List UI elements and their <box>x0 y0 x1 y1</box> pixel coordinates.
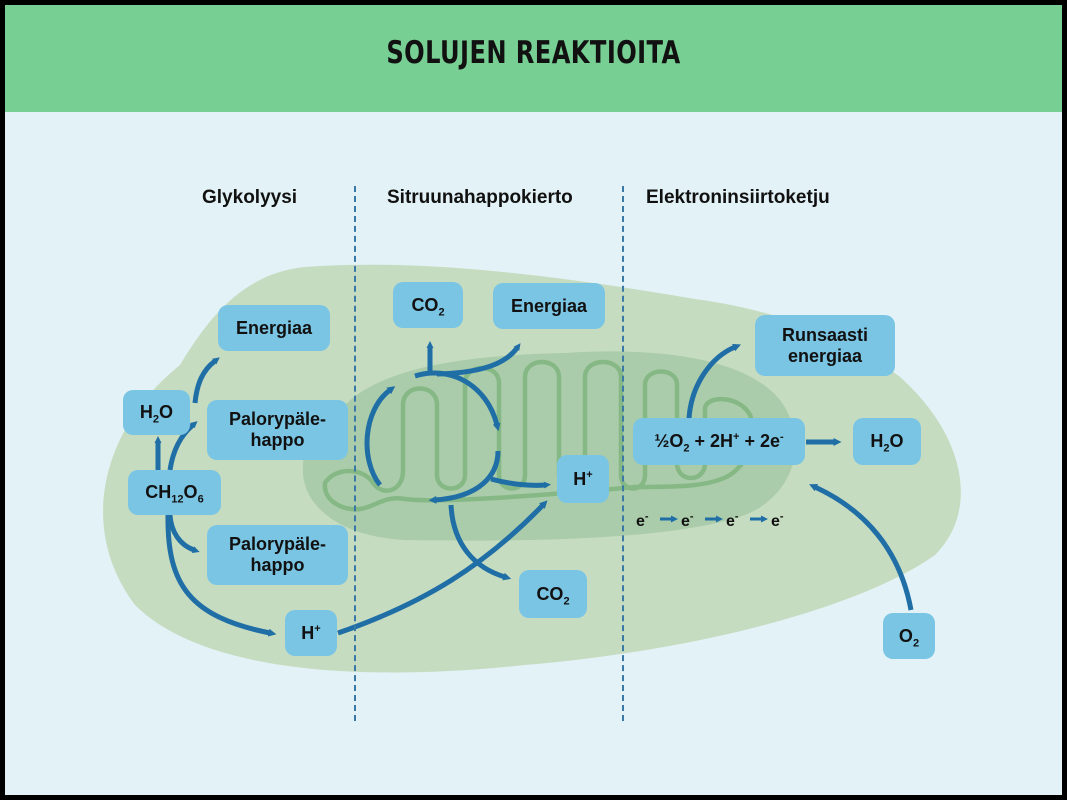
node-co2-bottom: CO2 <box>519 570 587 618</box>
node-hplus-glycolysis-label: H+ <box>301 623 320 644</box>
co2-bottom-sub: 2 <box>563 595 570 608</box>
h2o-glycolysis-h: H <box>139 402 153 422</box>
electron-4: e- <box>771 510 784 531</box>
node-much-energy: Runsaasti energiaa <box>755 315 895 376</box>
h2o-glycolysis-sub: 2 <box>152 413 160 426</box>
arrow-cycle-to-co2-bottom <box>448 504 512 581</box>
electron-1: e- <box>636 510 649 531</box>
co2-bottom-co: CO <box>536 583 564 604</box>
arrow-cycle-to-energy2 <box>436 343 521 377</box>
cycle-arrow-left <box>364 386 396 487</box>
node-h2o-etc: H2O <box>853 418 921 465</box>
section-divider-1 <box>354 186 356 721</box>
node-o2-label: O2 <box>898 625 920 650</box>
equation-2e: + 2e <box>739 431 780 451</box>
arrow-cycle-to-hplus <box>490 476 551 489</box>
node-hplus-citric-label: H+ <box>573 469 592 490</box>
co2-top-sub: 2 <box>438 306 445 319</box>
arrow-hplus-to-citric <box>337 500 548 636</box>
node-co2-top: CO2 <box>393 282 463 328</box>
h2o-glycolysis-o: O <box>159 402 174 422</box>
node-energy-glycolysis: Energiaa <box>218 305 330 351</box>
arrow-glucose-to-pyruvate1 <box>167 421 198 471</box>
node-h2o-glycolysis-label: H2O <box>139 402 174 426</box>
equation-o-sub: 2 <box>683 442 690 455</box>
glucose-sub-12: 12 <box>171 493 184 506</box>
hplus-glycolysis-h: H <box>301 622 315 643</box>
electron-4-e: e <box>771 513 780 530</box>
o2-o: O <box>898 625 913 646</box>
node-h2o-etc-label: H2O <box>870 431 904 455</box>
electron-3-sup: - <box>734 510 739 523</box>
section-divider-2 <box>622 186 624 721</box>
node-equation: ½O2 + 2H+ + 2e- <box>633 418 805 465</box>
electron-2-e: e <box>681 513 690 530</box>
equation-half-o: ½O <box>654 431 684 451</box>
mitochondrion <box>302 351 796 541</box>
h2o-etc-h: H <box>870 431 884 451</box>
arrow-to-much-energy <box>686 343 741 420</box>
hplus-glycolysis-sup: + <box>314 622 321 635</box>
electron-2: e- <box>681 510 694 531</box>
node-pyruvate-2: Palorypäle- happo <box>207 525 348 585</box>
section-title-citric-acid-cycle: Sitruunahappokierto <box>387 187 573 208</box>
electron-2-sup: - <box>689 510 694 523</box>
h2o-etc-o: O <box>889 431 904 451</box>
hplus-citric-h: H <box>573 468 587 489</box>
node-hplus-citric: H+ <box>557 455 609 503</box>
node-pyruvate-1: Palorypäle- happo <box>207 400 348 460</box>
node-co2-top-label: CO2 <box>411 294 445 319</box>
node-much-energy-label: Runsaasti energiaa <box>781 324 869 366</box>
equation-2h: + 2H <box>689 431 733 451</box>
arrow-o2-to-equation <box>809 483 914 611</box>
equation-e-sup: - <box>779 431 784 443</box>
cycle-arrow-right <box>428 450 501 504</box>
arrow-to-energy1 <box>192 357 220 404</box>
arrow-glucose-to-pyruvate2 <box>167 514 200 553</box>
electron-3: e- <box>726 510 739 531</box>
section-title-electron-transport-chain: Elektroninsiirtoketju <box>646 187 830 208</box>
node-glucose: CH12O6 <box>128 470 221 515</box>
glucose-ch: CH <box>145 482 172 502</box>
cycle-arrow-top <box>414 370 501 432</box>
electron-3-e: e <box>726 513 735 530</box>
o2-sub: 2 <box>912 637 920 650</box>
node-co2-bottom-label: CO2 <box>536 583 570 608</box>
node-pyruvate-2-label: Palorypäle- happo <box>228 534 327 575</box>
node-energy-glycolysis-label: Energiaa <box>235 317 313 338</box>
node-energy-citric-label: Energiaa <box>510 295 588 316</box>
node-o2: O2 <box>883 613 935 659</box>
co2-top-co: CO <box>411 294 439 315</box>
header-bar: SOLUJEN REAKTIOITA <box>5 5 1062 112</box>
node-energy-citric: Energiaa <box>493 283 605 329</box>
electron-4-sup: - <box>779 510 784 523</box>
node-pyruvate-1-label: Palorypäle- happo <box>228 409 327 450</box>
node-hplus-glycolysis: H+ <box>285 610 337 656</box>
equation-h-sup: + <box>733 431 740 443</box>
electron-1-sup: - <box>644 510 649 523</box>
arrow-glucose-to-hplus <box>165 514 277 637</box>
node-glucose-label: CH12O6 <box>145 482 204 506</box>
node-h2o-glycolysis: H2O <box>123 390 190 435</box>
electron-1-e: e <box>636 513 645 530</box>
glucose-sub-6: 6 <box>197 493 204 506</box>
section-title-glycolysis: Glykolyysi <box>202 187 298 208</box>
h2o-etc-sub: 2 <box>883 442 890 455</box>
glucose-o: O <box>183 482 198 502</box>
page-title: SOLUJEN REAKTIOITA <box>386 35 681 71</box>
hplus-citric-sup: + <box>586 468 593 481</box>
node-equation-label: ½O2 + 2H+ + 2e- <box>654 431 784 455</box>
